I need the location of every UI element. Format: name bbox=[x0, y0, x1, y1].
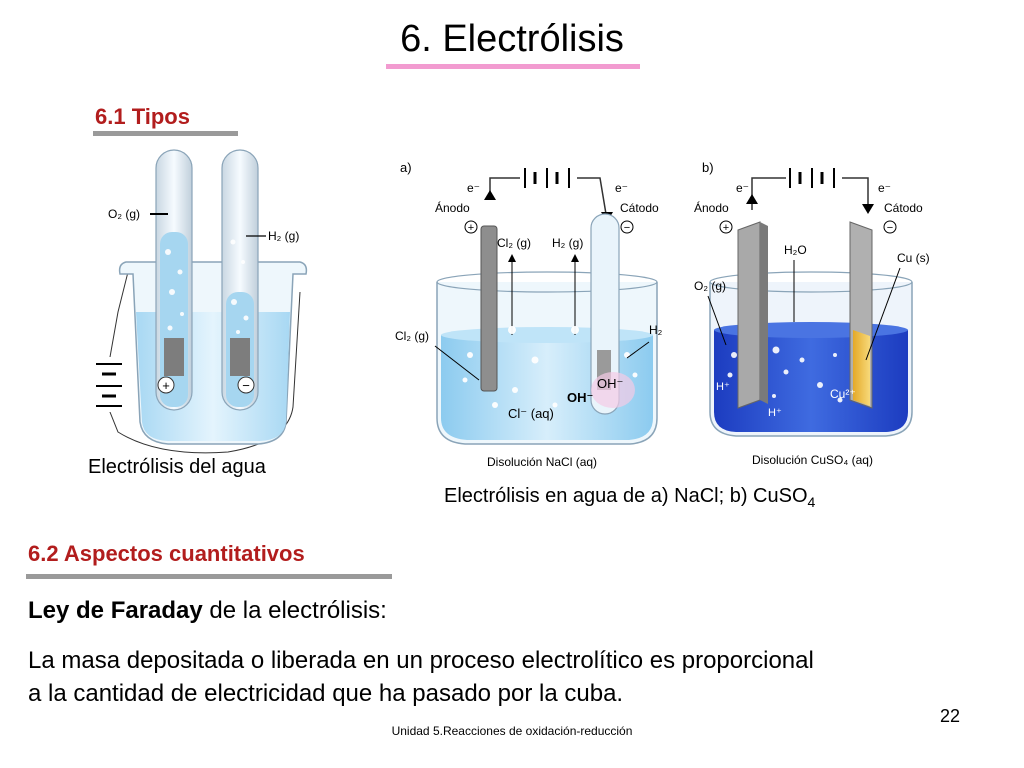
h2-side-label: H₂ bbox=[649, 323, 663, 337]
h2-gas-label: H₂ (g) bbox=[268, 229, 299, 243]
battery-icon bbox=[96, 357, 122, 412]
electron-label-right: e⁻ bbox=[878, 181, 891, 195]
faraday-statement: La masa depositada o liberada en un proc… bbox=[28, 644, 1018, 710]
faraday-law-rest: de la electrólisis: bbox=[202, 597, 387, 624]
hydroxide-label-2: OH⁻ bbox=[567, 390, 593, 405]
footer-text: Unidad 5.Reacciones de oxidación-reducci… bbox=[391, 724, 633, 738]
anode-label: Ánodo bbox=[435, 200, 470, 215]
cuso4-solution-label: Disolución CuSO₄ (aq) bbox=[752, 453, 873, 467]
anode-label: Ánodo bbox=[694, 200, 729, 215]
minus-terminal-label: − bbox=[242, 378, 250, 393]
anode-plus-label: + bbox=[723, 222, 729, 234]
caption-water-electrolysis: Electrólisis del agua bbox=[88, 456, 266, 478]
cathode-label: Cátodo bbox=[620, 201, 659, 215]
cuso4-electrolysis-figure: b) e⁻ e⁻ Ánodo Cátodo + − H₂O Cu (s) O₂ … bbox=[694, 160, 930, 467]
copper-ion-label: Cu²⁺ bbox=[830, 387, 856, 401]
cathode-minus-label: − bbox=[624, 222, 630, 234]
cl2-gas-side-label: Cl₂ (g) bbox=[395, 329, 429, 343]
caption-subscript: 4 bbox=[807, 494, 816, 510]
panel-label-b: b) bbox=[702, 160, 714, 175]
water-electrolysis-figure: + − O₂ (g) H₂ (g) bbox=[96, 149, 308, 454]
o2-gas-label: O₂ (g) bbox=[694, 279, 726, 293]
copper-solid-label: Cu (s) bbox=[897, 251, 930, 265]
hydroxide-label-1: OH⁻ bbox=[597, 376, 623, 391]
statement-line-1: La masa depositada o liberada en un proc… bbox=[28, 647, 814, 674]
faraday-law-line: Ley de Faraday de la electrólisis: bbox=[28, 594, 387, 627]
water-label: H₂O bbox=[784, 243, 807, 257]
cathode-minus-label: − bbox=[887, 222, 893, 234]
nacl-solution-label: Disolución NaCl (aq) bbox=[487, 455, 597, 469]
chloride-label: Cl⁻ (aq) bbox=[508, 406, 554, 421]
page-number: 22 bbox=[940, 706, 961, 726]
electron-label-right: e⁻ bbox=[615, 181, 628, 195]
caption-main-text: Electrólisis en agua de a) NaCl; b) CuSO bbox=[444, 485, 808, 507]
battery-icon bbox=[524, 168, 570, 188]
nacl-electrolysis-figure: a) e⁻ e⁻ Ánodo Cátodo + − Cl₂ (g) H₂ (g)… bbox=[395, 160, 663, 469]
section-heading-underline bbox=[26, 574, 392, 579]
caption-nacl-cuso4: Electrólisis en agua de a) NaCl; b) CuSO… bbox=[444, 485, 815, 510]
faraday-law-bold: Ley de Faraday bbox=[28, 597, 203, 624]
statement-line-2: a la cantidad de electricidad que ha pas… bbox=[28, 680, 624, 707]
anode-plus-label: + bbox=[468, 222, 474, 234]
section-heading-cuantitativos: 6.2 Aspectos cuantitativos bbox=[28, 541, 305, 566]
electron-label-left: e⁻ bbox=[467, 181, 480, 195]
slide-title: 6. Electrólisis bbox=[400, 18, 624, 60]
panel-label-a: a) bbox=[400, 160, 412, 175]
o2-gas-label: O₂ (g) bbox=[108, 207, 140, 221]
hydrogen-ion-label-2: H⁺ bbox=[768, 407, 782, 419]
cathode-label: Cátodo bbox=[884, 201, 923, 215]
electron-label-left: e⁻ bbox=[736, 181, 749, 195]
section-heading-tipos: 6.1 Tipos bbox=[95, 104, 190, 129]
battery-icon bbox=[789, 168, 835, 188]
cl2-gas-top-label: Cl₂ (g) bbox=[497, 236, 531, 250]
plus-terminal-label: + bbox=[162, 378, 170, 393]
h2-gas-top-label: H₂ (g) bbox=[552, 236, 583, 250]
section-heading-underline bbox=[93, 131, 238, 136]
title-underline bbox=[386, 64, 640, 69]
hydrogen-ion-label-1: H⁺ bbox=[716, 381, 730, 393]
